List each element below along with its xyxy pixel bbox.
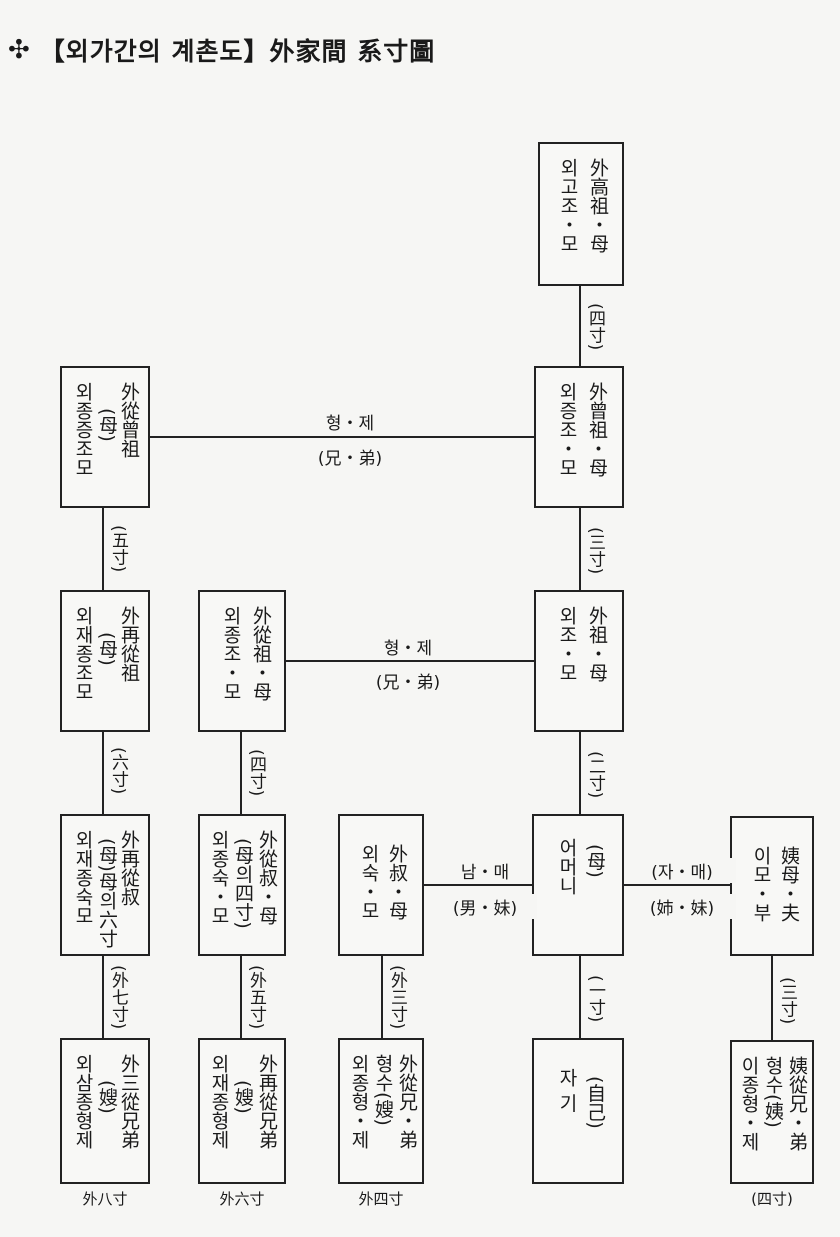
box-label-hanja: 外從祖・母 bbox=[250, 606, 272, 701]
box-label-hangul: 외숙・모 bbox=[358, 844, 380, 920]
box-mother: (母) 어머니 bbox=[532, 814, 624, 956]
box-label-hangul: 외재종형제 bbox=[208, 1054, 230, 1149]
box-outer-cousin: 外從兄・弟 형수(嫂) 외종형・제 bbox=[338, 1038, 424, 1184]
connector-line bbox=[771, 954, 773, 1040]
flower-bullet-icon: ✣ bbox=[8, 35, 30, 65]
connector-line bbox=[286, 660, 536, 662]
box-label-hanja: 外曾祖・母 bbox=[586, 382, 608, 477]
degree-label: 外六寸 bbox=[219, 1190, 265, 1208]
relation-label-hanja: (兄・弟) bbox=[298, 444, 402, 469]
box-outer-grandparents: 外祖・母 외조・모 bbox=[534, 590, 624, 732]
connector-line bbox=[579, 956, 581, 1040]
page-title: 【외가간의 계촌도】外家間 系寸圖 bbox=[39, 37, 436, 66]
box-label-hangul: 외종증조모 bbox=[72, 382, 94, 477]
box-label-hangul: 이종형・제 bbox=[738, 1056, 760, 1151]
box-label-hanja: 外叔・母 bbox=[386, 844, 408, 920]
page-title-row: ✣ 【외가간의 계촌도】外家間 系寸圖 bbox=[8, 30, 435, 70]
relation-label-korean: 남・매 bbox=[443, 858, 527, 883]
box-label-hangul: 외증조・모 bbox=[556, 382, 578, 477]
box-label-hangul: 외재종숙모 bbox=[72, 830, 94, 925]
box-label-hanja: (母) bbox=[584, 844, 606, 878]
edge-label: (四寸) bbox=[246, 746, 266, 800]
box-label-hangul: 외종조・모 bbox=[220, 606, 242, 701]
box-label-parenthetical: 형수(嫂) bbox=[372, 1054, 394, 1126]
box-label-parenthetical: (母) bbox=[96, 632, 118, 666]
edge-label: (三寸) bbox=[585, 524, 605, 578]
degree-label: 外四寸 bbox=[358, 1190, 404, 1208]
connector-line bbox=[240, 732, 242, 816]
box-label-parenthetical: (嫂) bbox=[96, 1080, 118, 1114]
edge-label: (外五寸) bbox=[246, 962, 266, 1033]
edge-label: (四寸) bbox=[585, 300, 605, 354]
box-label-hangul: 자 기 bbox=[556, 1068, 578, 1113]
box-outer-grand-uncle-great: 外從曾祖 (母) 외종증조모 bbox=[60, 366, 150, 508]
edge-label: (一寸) bbox=[585, 972, 605, 1026]
box-label-parenthetical: (母의四寸) bbox=[232, 838, 254, 929]
connector-line bbox=[240, 956, 242, 1038]
box-maternal-aunt: 姨母・夫 이모・부 bbox=[730, 816, 814, 956]
box-label-hangul: 외재종조모 bbox=[72, 606, 94, 701]
degree-label: 外八寸 bbox=[82, 1190, 128, 1208]
edge-label: (外三寸) bbox=[387, 962, 407, 1033]
box-outer-great-grandparents: 外曾祖・母 외증조・모 bbox=[534, 366, 624, 508]
box-outer-second-cousin: 外再從兄弟 (嫂) 외재종형제 bbox=[198, 1038, 286, 1184]
connector-line bbox=[624, 884, 732, 886]
box-label-hanja: 外從兄・弟 bbox=[396, 1054, 418, 1149]
box-outer-second-cousin-uncle: 外再從叔 (母)母의六寸 외재종숙모 bbox=[60, 814, 150, 956]
relation-label-hanja: (兄・弟) bbox=[356, 668, 460, 693]
connector-line bbox=[424, 884, 534, 886]
box-maternal-uncle: 外叔・母 외숙・모 bbox=[338, 814, 424, 956]
connector-line bbox=[102, 508, 104, 592]
box-label-hangul: 외종숙・모 bbox=[208, 830, 230, 925]
edge-label: (六寸) bbox=[108, 744, 128, 798]
box-aunt-cousin: 姨從兄・弟 형수(姨) 이종형・제 bbox=[730, 1040, 814, 1184]
connector-line bbox=[579, 286, 581, 368]
box-label-hanja: (自己) bbox=[584, 1076, 606, 1129]
connector-line bbox=[102, 732, 104, 816]
relation-label-hanja: (男・妹) bbox=[433, 894, 537, 919]
box-label-hangul: 외종형・제 bbox=[348, 1054, 370, 1149]
box-label-parenthetical: (母)母의六寸 bbox=[96, 838, 118, 948]
edge-label: (三寸) bbox=[777, 974, 797, 1028]
box-label-parenthetical: (嫂) bbox=[232, 1080, 254, 1114]
connector-line bbox=[148, 436, 536, 438]
box-label-hangul: 어머니 bbox=[556, 838, 578, 895]
box-label-hanja: 外再從祖 bbox=[118, 606, 140, 682]
connector-line bbox=[579, 732, 581, 816]
connector-line bbox=[102, 956, 104, 1038]
box-label-hangul: 외고조・모 bbox=[557, 158, 579, 253]
degree-label: (四寸) bbox=[751, 1190, 793, 1208]
relation-label-korean: 형・제 bbox=[366, 634, 450, 659]
box-label-hanja: 外高祖・母 bbox=[587, 158, 609, 253]
relation-label-korean: (자・매) bbox=[628, 858, 736, 883]
box-label-hangul: 외삼종형제 bbox=[72, 1054, 94, 1149]
box-label-parenthetical: 형수(姨) bbox=[762, 1056, 784, 1128]
box-label-hanja: 外再從兄弟 bbox=[256, 1054, 278, 1149]
box-outer-grand-uncle: 外從祖・母 외종조・모 bbox=[198, 590, 286, 732]
box-label-hanja: 外從曾祖 bbox=[118, 382, 140, 458]
relation-label-hanja: (姉・妹) bbox=[628, 894, 736, 919]
connector-line bbox=[381, 954, 383, 1038]
box-label-hanja: 外祖・母 bbox=[586, 606, 608, 682]
box-outer-cousin-uncle: 外從叔・母 (母의四寸) 외종숙・모 bbox=[198, 814, 286, 956]
box-label-hanja: 外三從兄弟 bbox=[118, 1054, 140, 1149]
box-label-hanja: 姨從兄・弟 bbox=[786, 1056, 808, 1151]
box-outer-third-cousin: 外三從兄弟 (嫂) 외삼종형제 bbox=[60, 1038, 150, 1184]
relation-label-korean: 형・제 bbox=[308, 409, 392, 434]
box-self: (自己) 자 기 bbox=[532, 1038, 624, 1184]
box-label-hangul: 외조・모 bbox=[556, 606, 578, 682]
box-label-hanja: 外從叔・母 bbox=[256, 830, 278, 925]
box-label-parenthetical: (母) bbox=[96, 408, 118, 442]
box-label-hangul: 이모・부 bbox=[750, 846, 772, 922]
box-outer-second-grand-uncle: 外再從祖 (母) 외재종조모 bbox=[60, 590, 150, 732]
box-label-hanja: 姨母・夫 bbox=[778, 846, 800, 922]
edge-label: (外七寸) bbox=[108, 962, 128, 1033]
connector-line bbox=[579, 508, 581, 592]
box-outer-great-great-grandparents: 外高祖・母 외고조・모 bbox=[538, 142, 624, 286]
box-label-hanja: 外再從叔 bbox=[118, 830, 140, 906]
edge-label: (五寸) bbox=[108, 522, 128, 576]
edge-label: (二寸) bbox=[585, 748, 605, 802]
